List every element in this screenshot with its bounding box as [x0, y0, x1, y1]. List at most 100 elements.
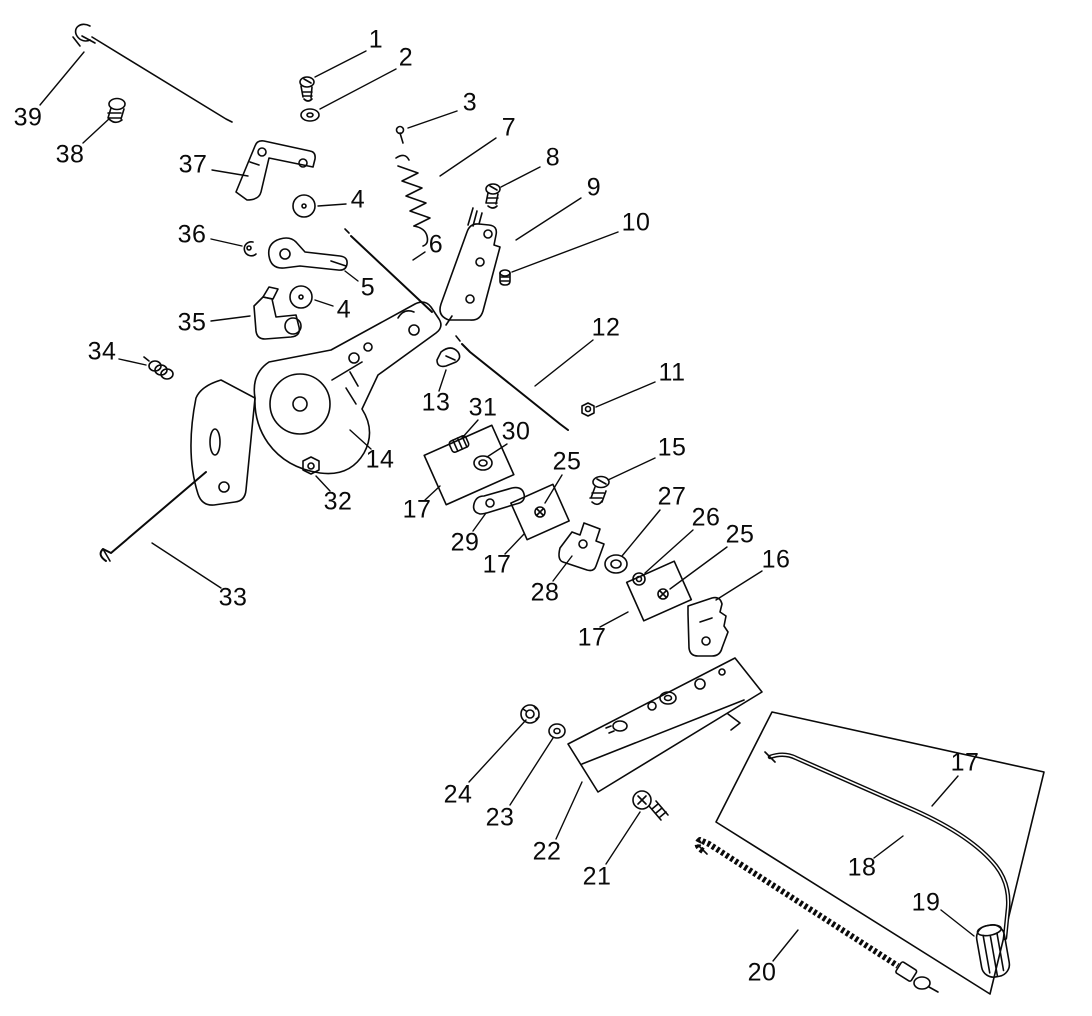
leader-line-17	[424, 485, 441, 501]
part-label-12: 12	[591, 313, 621, 342]
part-17-kit-box-1-drawing	[423, 424, 515, 506]
part-label-9: 9	[586, 173, 602, 202]
part-label-11: 11	[658, 358, 686, 387]
part-label-17: 17	[577, 623, 607, 652]
part-label-17: 17	[402, 495, 432, 524]
part-4-disc-lower-drawing	[289, 285, 313, 309]
part-label-17: 17	[482, 550, 512, 579]
leader-line-34	[118, 358, 147, 366]
part-10-bushing-drawing	[499, 269, 511, 286]
leader-line-17	[931, 775, 959, 807]
part-label-17: 17	[950, 748, 980, 777]
part-label-25: 25	[725, 520, 755, 549]
part-label-29: 29	[450, 528, 480, 557]
part-label-4: 4	[336, 295, 352, 324]
part-label-32: 32	[323, 487, 353, 516]
leader-line-5	[344, 270, 359, 282]
part-7-spring-drawing	[395, 154, 431, 247]
part-17-kit-box-4-drawing	[715, 711, 1045, 995]
part-5-lever-drawing	[267, 237, 348, 271]
part-label-25: 25	[552, 447, 582, 476]
leader-line-26	[644, 529, 694, 574]
part-2-washer-drawing	[300, 108, 320, 122]
part-label-37: 37	[178, 150, 208, 179]
part-19-knob-drawing	[975, 924, 1011, 978]
leader-line-3	[407, 110, 458, 129]
part-17-kit-box-2-drawing	[510, 483, 570, 541]
part-39-choke-rod-drawing	[72, 23, 233, 123]
leader-line-12	[534, 339, 594, 387]
part-label-28: 28	[530, 578, 560, 607]
leader-line-19	[940, 909, 975, 937]
part-label-27: 27	[657, 482, 687, 511]
leader-line-39	[39, 51, 85, 106]
part-label-14: 14	[365, 445, 395, 474]
leader-line-8	[500, 166, 541, 188]
part-33-rod-drawing	[99, 471, 207, 562]
part-15-screw-drawing	[589, 475, 610, 506]
leader-line-15	[607, 457, 656, 481]
leader-line-10	[511, 231, 619, 273]
part-35-bracket-drawing	[253, 286, 302, 340]
leader-line-24	[468, 719, 527, 783]
leader-line-38	[82, 117, 111, 144]
leader-line-16	[715, 570, 763, 601]
part-label-19: 19	[911, 888, 941, 917]
part-11-nut-drawing	[581, 402, 595, 417]
part-3-pin-drawing	[395, 125, 405, 144]
leader-line-17	[599, 611, 629, 628]
leader-line-25	[544, 474, 563, 504]
part-label-38: 38	[55, 140, 85, 169]
leader-line-13	[438, 369, 447, 392]
leader-line-21	[605, 811, 641, 865]
part-6-link-rod-drawing	[344, 228, 433, 313]
leader-line-18	[873, 835, 904, 859]
leader-line-11	[595, 381, 656, 408]
leader-line-35	[210, 315, 251, 322]
part-34-fitting-drawing	[143, 356, 174, 380]
leader-line-37	[211, 169, 249, 177]
part-label-13: 13	[421, 388, 451, 417]
part-label-6: 6	[428, 230, 444, 259]
part-22-plate-drawing	[567, 657, 763, 793]
part-label-34: 34	[87, 337, 117, 366]
part-24-nut-drawing	[520, 704, 540, 724]
part-14-main-bracket-drawing	[190, 301, 442, 506]
part-12-rod-drawing	[455, 335, 569, 431]
part-25-screw-a-drawing	[534, 506, 546, 518]
leader-line-4	[317, 203, 347, 207]
part-21-screw-drawing	[632, 790, 669, 821]
part-label-7: 7	[501, 113, 517, 142]
leader-lines	[39, 50, 975, 962]
leader-line-36	[210, 238, 243, 247]
leader-line-28	[552, 555, 573, 582]
leader-line-31	[461, 419, 479, 439]
part-label-3: 3	[462, 88, 478, 117]
leader-line-27	[621, 509, 661, 557]
part-label-18: 18	[847, 853, 877, 882]
part-label-8: 8	[545, 143, 561, 172]
leader-line-29	[472, 512, 487, 532]
part-18-rod-drawing	[764, 751, 1011, 941]
part-label-23: 23	[485, 803, 515, 832]
part-29-lever-drawing	[472, 486, 526, 515]
part-label-39: 39	[13, 103, 43, 132]
part-label-1: 1	[368, 25, 384, 54]
part-25-screw-b-drawing	[657, 588, 669, 600]
part-label-10: 10	[621, 208, 651, 237]
leader-line-30	[486, 443, 508, 458]
part-4-disc-upper-drawing	[292, 194, 316, 218]
part-23-washer-drawing	[548, 723, 566, 739]
leader-line-23	[509, 737, 554, 806]
part-38-fitting-drawing	[107, 97, 126, 124]
part-label-26: 26	[691, 503, 721, 532]
part-label-30: 30	[501, 417, 531, 446]
part-28-bracket-drawing	[558, 522, 605, 572]
part-9-lever-drawing	[439, 207, 501, 326]
part-label-33: 33	[218, 583, 248, 612]
part-1-screw-drawing	[299, 76, 315, 102]
part-31-cylinder-drawing	[448, 435, 470, 453]
part-label-22: 22	[532, 837, 562, 866]
